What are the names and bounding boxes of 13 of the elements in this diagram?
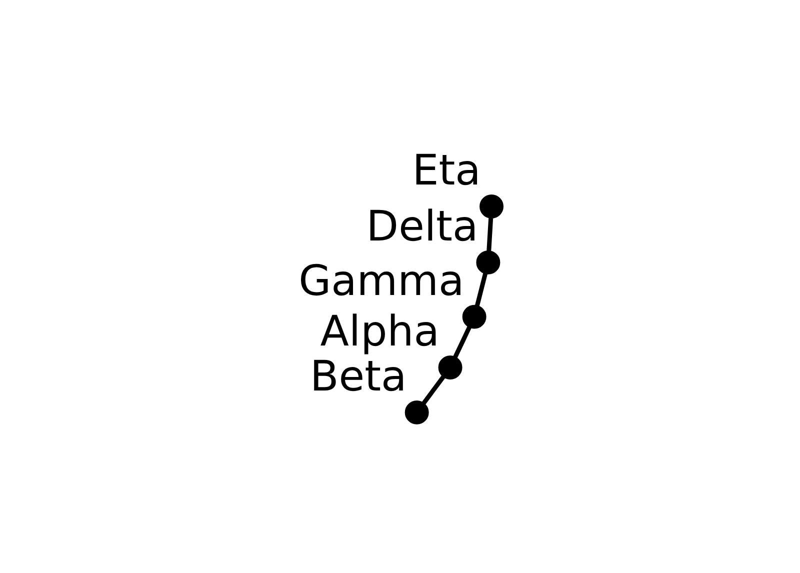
connector xyxy=(421,374,446,404)
node-circle xyxy=(404,400,428,424)
node-label: Delta xyxy=(366,201,478,250)
connector xyxy=(474,272,488,306)
node-circle xyxy=(438,355,462,379)
node-label: Gamma xyxy=(298,255,464,304)
connector xyxy=(486,216,493,252)
node-circle xyxy=(476,250,500,274)
connector xyxy=(452,325,472,358)
node-circle xyxy=(479,194,503,218)
node-label: Eta xyxy=(412,145,480,194)
node-circle xyxy=(462,304,486,328)
node-label: Alpha xyxy=(320,306,439,356)
